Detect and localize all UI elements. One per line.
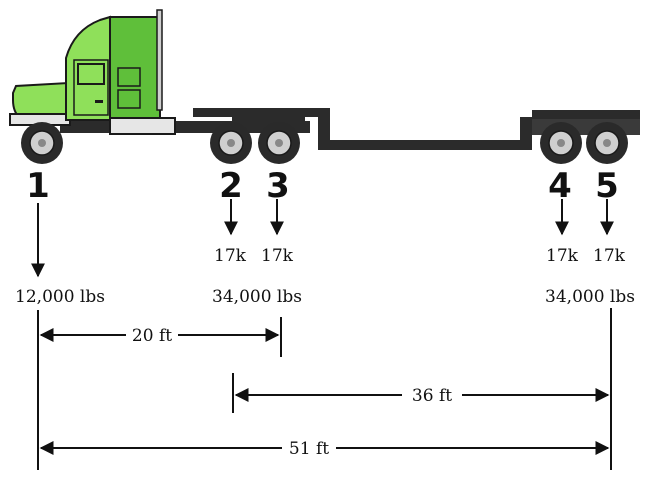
dimension-20ft: 20 ft <box>39 326 280 346</box>
axle-number-1: 1 <box>26 166 50 206</box>
cab-door <box>73 59 109 116</box>
fifth-wheel <box>232 112 272 121</box>
group-load-labels: 12,000 lbs 34,000 lbs 34,000 lbs <box>15 287 635 307</box>
drive-tandem-load: 34,000 lbs <box>212 287 302 307</box>
cab-window <box>77 63 105 85</box>
axle-2-load: 17k <box>214 246 247 266</box>
dimension-51ft: 51 ft <box>39 439 610 459</box>
dimension-36ft-label: 36 ft <box>412 386 452 406</box>
wheel-axle-3 <box>258 122 300 164</box>
load-arrows <box>31 199 614 278</box>
axle-numbers: 1 2 3 4 5 <box>26 166 619 206</box>
axle-number-2: 2 <box>219 166 243 206</box>
door-handle <box>95 100 103 103</box>
semi-tractor <box>9 9 310 135</box>
wheel-axle-5 <box>586 122 628 164</box>
dimension-36ft: 36 ft <box>234 386 610 406</box>
exhaust-stack <box>156 9 163 111</box>
axle-3-load: 17k <box>261 246 294 266</box>
axle-4-load: 17k <box>546 246 579 266</box>
sleeper-vent-top <box>117 67 141 87</box>
dimension-20ft-label: 20 ft <box>132 326 172 346</box>
fuel-tank <box>109 117 176 135</box>
trailer-rear-deck <box>532 110 640 119</box>
steer-axle-load: 12,000 lbs <box>15 287 105 307</box>
tractor-hood <box>12 81 69 119</box>
axle-number-3: 3 <box>266 166 290 206</box>
axle-load-labels: 17k 17k 17k 17k <box>214 246 626 266</box>
wheel-axle-1 <box>21 122 63 164</box>
trailer-drop-deck <box>318 117 532 150</box>
dimension-51ft-label: 51 ft <box>289 439 329 459</box>
wheel-axle-2 <box>210 122 252 164</box>
axle-number-5: 5 <box>595 166 619 206</box>
axle-5-load: 17k <box>593 246 626 266</box>
dimension-ticks <box>37 308 612 470</box>
wheels <box>21 122 628 164</box>
trailer-tandem-load: 34,000 lbs <box>545 287 635 307</box>
wheel-axle-4 <box>540 122 582 164</box>
sleeper-vent-bottom <box>117 89 141 109</box>
axle-number-4: 4 <box>548 166 572 206</box>
